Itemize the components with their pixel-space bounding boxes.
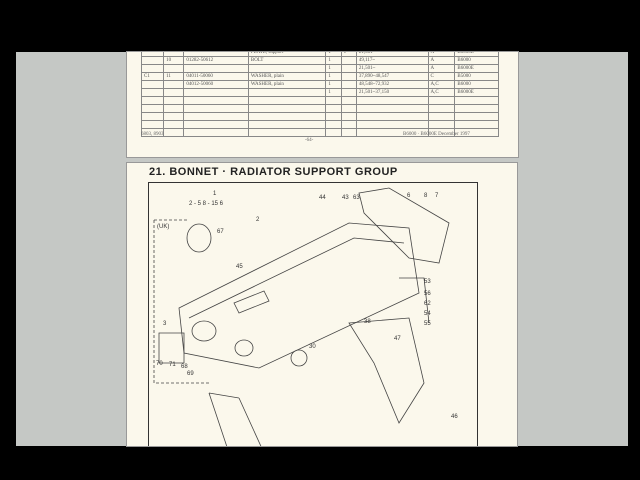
callout-label: 8 xyxy=(424,193,428,199)
callout-label: 67 xyxy=(217,229,224,235)
cell-name: WASHER, plain xyxy=(247,72,327,81)
cell-qty2 xyxy=(340,72,357,81)
cell-ref xyxy=(140,56,165,65)
cell-no xyxy=(163,80,185,89)
cell-serial: 21,501~37,150 xyxy=(355,88,429,97)
cell-no xyxy=(163,64,185,73)
page-65: 21. BONNET · RADIATOR SUPPORT GROUP 1 2 -… xyxy=(127,163,517,446)
callout-label: 68 xyxy=(181,364,188,370)
callout-label: 2 - 5 8 - 15 6 xyxy=(189,201,224,207)
cell-qty2 xyxy=(340,64,357,73)
callout-label: 44 xyxy=(319,195,326,201)
cell-code: A xyxy=(427,56,456,65)
cell-model: B6000 xyxy=(454,56,499,65)
cell-qty: 1 xyxy=(325,88,342,97)
cell-name xyxy=(247,88,327,97)
cell-ref xyxy=(140,88,165,97)
cell-serial: 21,501~ xyxy=(355,64,429,73)
cell-qty2 xyxy=(340,56,357,65)
cell-name: WASHER, plain xyxy=(247,80,327,89)
callout-label: 47 xyxy=(394,336,401,342)
cell-part: 01282-50612 xyxy=(183,56,249,65)
callout-label: 53 xyxy=(424,279,431,285)
footer-left: 6803, 8903 xyxy=(141,132,164,137)
cell-serial: 49,117~ xyxy=(355,56,429,65)
callout-label: 46 xyxy=(451,414,458,420)
cell-qty2 xyxy=(340,88,357,97)
footer-right: B6000 · B6000E December 1997 xyxy=(403,132,470,137)
cell-serial: 48,548~72,932 xyxy=(355,80,429,89)
cell-qty: 1 xyxy=(325,64,342,73)
cell-name: BOLT xyxy=(247,56,327,65)
callout-label: 30 xyxy=(309,344,316,350)
cell-code: A,C xyxy=(427,88,456,97)
callout-label: 2 xyxy=(256,217,260,223)
cell-ref xyxy=(140,64,165,73)
cell-serial: 37,890~48,547 xyxy=(355,72,429,81)
cell-code: A xyxy=(427,64,456,73)
cell-model: B6000 xyxy=(454,80,499,89)
cell-part: 04011-50060 xyxy=(183,72,249,81)
cell-model: B6000E xyxy=(454,64,499,73)
section-title: 21. BONNET · RADIATOR SUPPORT GROUP xyxy=(149,166,398,178)
cell-part xyxy=(183,64,249,73)
cell-model: B5000 xyxy=(454,72,499,81)
cell-name xyxy=(247,64,327,73)
page-number: -64- xyxy=(305,138,314,143)
callout-label: 43 xyxy=(342,195,349,201)
cell-no: 10 xyxy=(163,56,185,65)
callout-label: 69 xyxy=(187,371,194,377)
callout-label: 71 xyxy=(169,362,176,368)
callout-label: 70 xyxy=(156,361,163,367)
cell-ref xyxy=(140,80,165,89)
callout-label: 3 xyxy=(163,321,167,327)
cell-model: B6000E xyxy=(454,88,499,97)
cell-ref: C1 xyxy=(140,72,165,81)
cell-qty2 xyxy=(340,80,357,89)
callout-label: 63 xyxy=(353,195,360,201)
cell-qty: 1 xyxy=(325,72,342,81)
cell-no xyxy=(163,88,185,97)
callout-label: 54 xyxy=(424,311,431,317)
cell-code: A,C xyxy=(427,80,456,89)
cell-qty: 1 xyxy=(325,80,342,89)
callout-label: 38 xyxy=(364,319,371,325)
cell-no: 11 xyxy=(163,72,185,81)
callout-label: 45 xyxy=(236,264,243,270)
callout-label: 6 xyxy=(407,193,411,199)
cell-part: 04012-50060 xyxy=(183,80,249,89)
callout-label: 62 xyxy=(424,301,431,307)
callout-label: 55 xyxy=(424,321,431,327)
callout-label: 56 xyxy=(424,291,431,297)
cell-qty: 1 xyxy=(325,56,342,65)
callout-label: 7 xyxy=(435,193,439,199)
cell-code: C xyxy=(427,72,456,81)
callout-label: (UK) xyxy=(157,224,169,230)
callout-label: 1 xyxy=(213,191,217,197)
cell-part xyxy=(183,88,249,97)
